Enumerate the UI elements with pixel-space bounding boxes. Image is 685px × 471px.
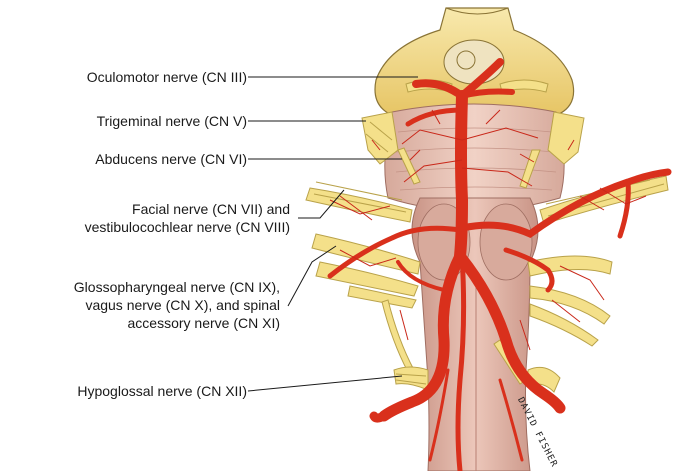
label-facial-line2: vestibulocochlear nerve (CN VIII) bbox=[84, 219, 290, 235]
label-abducens: Abducens nerve (CN VI) bbox=[95, 150, 247, 168]
arteries bbox=[327, 58, 672, 471]
label-hypoglossal: Hypoglossal nerve (CN XII) bbox=[77, 382, 247, 400]
arteriole-network bbox=[329, 109, 647, 351]
label-facial-line1: Facial nerve (CN VII) and bbox=[132, 201, 290, 217]
label-glosso-line1: Glossopharyngeal nerve (CN IX), bbox=[73, 279, 280, 295]
leader-lines bbox=[247, 76, 418, 392]
label-oculomotor-text: Oculomotor nerve (CN III) bbox=[86, 69, 247, 85]
label-trigeminal-text: Trigeminal nerve (CN V) bbox=[96, 113, 247, 129]
label-hypoglossal-text: Hypoglossal nerve (CN XII) bbox=[77, 383, 247, 399]
pons bbox=[384, 103, 565, 212]
artist-signature: DAVID FISHER bbox=[515, 396, 559, 470]
label-oculomotor: Oculomotor nerve (CN III) bbox=[87, 68, 247, 86]
label-glossopharyngeal-vagus-accessory: Glossopharyngeal nerve (CN IX), vagus ne… bbox=[74, 278, 280, 332]
label-glosso-line2: vagus nerve (CN X), and spinal bbox=[85, 297, 280, 313]
label-trigeminal: Trigeminal nerve (CN V) bbox=[97, 112, 247, 130]
label-glosso-line3: accessory nerve (CN XI) bbox=[127, 315, 280, 331]
label-abducens-text: Abducens nerve (CN VI) bbox=[95, 151, 247, 167]
label-facial-vestibulocochlear: Facial nerve (CN VII) and vestibulocochl… bbox=[85, 200, 290, 236]
